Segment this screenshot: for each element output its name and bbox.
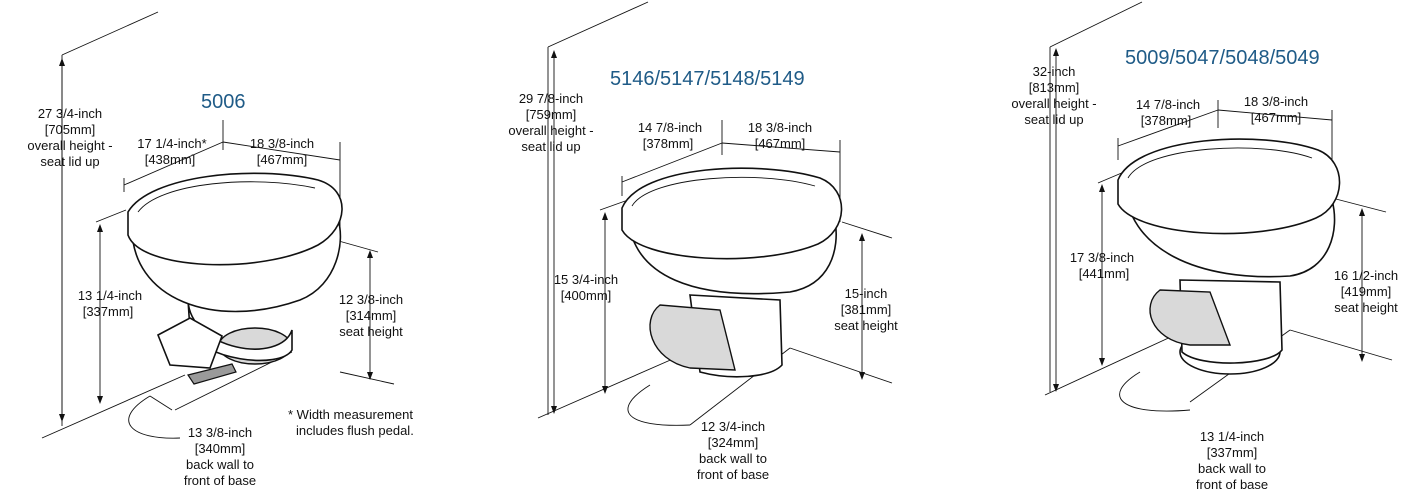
svg-text:17 1/4-inch*: 17 1/4-inch*: [137, 136, 206, 151]
rim-height-label-5006: 13 1/4-inch [337mm]: [78, 288, 142, 319]
svg-text:13 1/4-inch: 13 1/4-inch: [1200, 429, 1264, 444]
svg-text:18 3/8-inch: 18 3/8-inch: [250, 136, 314, 151]
svg-text:back wall to: back wall to: [1198, 461, 1266, 476]
svg-text:27 3/4-inch: 27 3/4-inch: [38, 106, 102, 121]
svg-text:[467mm]: [467mm]: [1251, 110, 1302, 125]
model-title-5009: 5009/5047/5048/5049: [1125, 47, 1320, 69]
svg-text:front of base: front of base: [1196, 477, 1268, 492]
svg-text:front of base: front of base: [184, 473, 256, 488]
svg-text:29 7/8-inch: 29 7/8-inch: [519, 91, 583, 106]
width-left-label-5146: 14 7/8-inch [378mm]: [638, 120, 702, 151]
svg-text:back wall to: back wall to: [186, 457, 254, 472]
depth-label-5146: 12 3/4-inch [324mm] back wall to front o…: [697, 419, 769, 482]
svg-text:seat lid up: seat lid up: [40, 154, 99, 169]
svg-text:[705mm]: [705mm]: [45, 122, 96, 137]
svg-text:[441mm]: [441mm]: [1079, 266, 1130, 281]
svg-text:[419mm]: [419mm]: [1341, 284, 1392, 299]
svg-text:[337mm]: [337mm]: [1207, 445, 1258, 460]
svg-text:front of base: front of base: [697, 467, 769, 482]
svg-text:[759mm]: [759mm]: [526, 107, 577, 122]
toilet-diagram-5006: [41, 11, 395, 439]
svg-text:13 1/4-inch: 13 1/4-inch: [78, 288, 142, 303]
seat-height-label-5006: 12 3/8-inch [314mm] seat height: [339, 292, 403, 339]
overall-height-label-5146: 29 7/8-inch [759mm] overall height - sea…: [508, 91, 593, 154]
svg-text:[438mm]: [438mm]: [145, 152, 196, 167]
svg-text:[400mm]: [400mm]: [561, 288, 612, 303]
seat-height-label-5009: 16 1/2-inch [419mm] seat height: [1334, 268, 1398, 315]
svg-text:15-inch: 15-inch: [845, 286, 888, 301]
svg-text:[381mm]: [381mm]: [841, 302, 892, 317]
overall-height-label-5006: 27 3/4-inch [705mm] overall height - sea…: [27, 106, 112, 169]
depth-label-5009: 13 1/4-inch [337mm] back wall to front o…: [1196, 429, 1268, 492]
svg-text:[340mm]: [340mm]: [195, 441, 246, 456]
toilet-diagram-5146: [537, 1, 893, 426]
svg-text:[324mm]: [324mm]: [708, 435, 759, 450]
model-title-5006: 5006: [201, 91, 246, 113]
svg-text:32-inch: 32-inch: [1033, 64, 1076, 79]
svg-text:seat lid up: seat lid up: [521, 139, 580, 154]
width-right-label-5009: 18 3/8-inch [467mm]: [1244, 94, 1308, 125]
svg-text:[378mm]: [378mm]: [1141, 113, 1192, 128]
svg-text:overall height -: overall height -: [1011, 96, 1096, 111]
svg-text:18 3/8-inch: 18 3/8-inch: [1244, 94, 1308, 109]
svg-text:overall height -: overall height -: [27, 138, 112, 153]
svg-text:15 3/4-inch: 15 3/4-inch: [554, 272, 618, 287]
footnote-5006: * Width measurement includes flush pedal…: [288, 407, 414, 438]
svg-text:[813mm]: [813mm]: [1029, 80, 1080, 95]
svg-text:* Width measurement: * Width measurement: [288, 407, 413, 422]
svg-text:[467mm]: [467mm]: [755, 136, 806, 151]
width-right-label-5146: 18 3/8-inch [467mm]: [748, 120, 812, 151]
svg-text:[378mm]: [378mm]: [643, 136, 694, 151]
width-left-label-5006: 17 1/4-inch* [438mm]: [137, 136, 206, 167]
seat-height-label-5146: 15-inch [381mm] seat height: [834, 286, 898, 333]
svg-text:12 3/8-inch: 12 3/8-inch: [339, 292, 403, 307]
model-title-5146: 5146/5147/5148/5149: [610, 68, 805, 90]
svg-text:14 7/8-inch: 14 7/8-inch: [1136, 97, 1200, 112]
svg-text:includes flush pedal.: includes flush pedal.: [296, 423, 414, 438]
svg-text:14 7/8-inch: 14 7/8-inch: [638, 120, 702, 135]
svg-text:back wall to: back wall to: [699, 451, 767, 466]
svg-text:12 3/4-inch: 12 3/4-inch: [701, 419, 765, 434]
svg-text:17 3/8-inch: 17 3/8-inch: [1070, 250, 1134, 265]
svg-text:seat height: seat height: [1334, 300, 1398, 315]
svg-text:13 3/8-inch: 13 3/8-inch: [188, 425, 252, 440]
svg-text:16 1/2-inch: 16 1/2-inch: [1334, 268, 1398, 283]
width-right-label-5006: 18 3/8-inch [467mm]: [250, 136, 314, 167]
svg-text:18 3/8-inch: 18 3/8-inch: [748, 120, 812, 135]
svg-text:seat lid up: seat lid up: [1024, 112, 1083, 127]
depth-label-5006: 13 3/8-inch [340mm] back wall to front o…: [184, 425, 256, 488]
toilet-diagram-5009: [1044, 1, 1393, 412]
svg-text:seat height: seat height: [834, 318, 898, 333]
overall-height-label-5009: 32-inch [813mm] overall height - seat li…: [1011, 64, 1096, 127]
svg-text:[467mm]: [467mm]: [257, 152, 308, 167]
svg-text:[314mm]: [314mm]: [346, 308, 397, 323]
svg-text:overall height -: overall height -: [508, 123, 593, 138]
svg-text:[337mm]: [337mm]: [83, 304, 134, 319]
rim-height-label-5009: 17 3/8-inch [441mm]: [1070, 250, 1134, 281]
width-left-label-5009: 14 7/8-inch [378mm]: [1136, 97, 1200, 128]
svg-text:seat height: seat height: [339, 324, 403, 339]
rim-height-label-5146: 15 3/4-inch [400mm]: [554, 272, 618, 303]
